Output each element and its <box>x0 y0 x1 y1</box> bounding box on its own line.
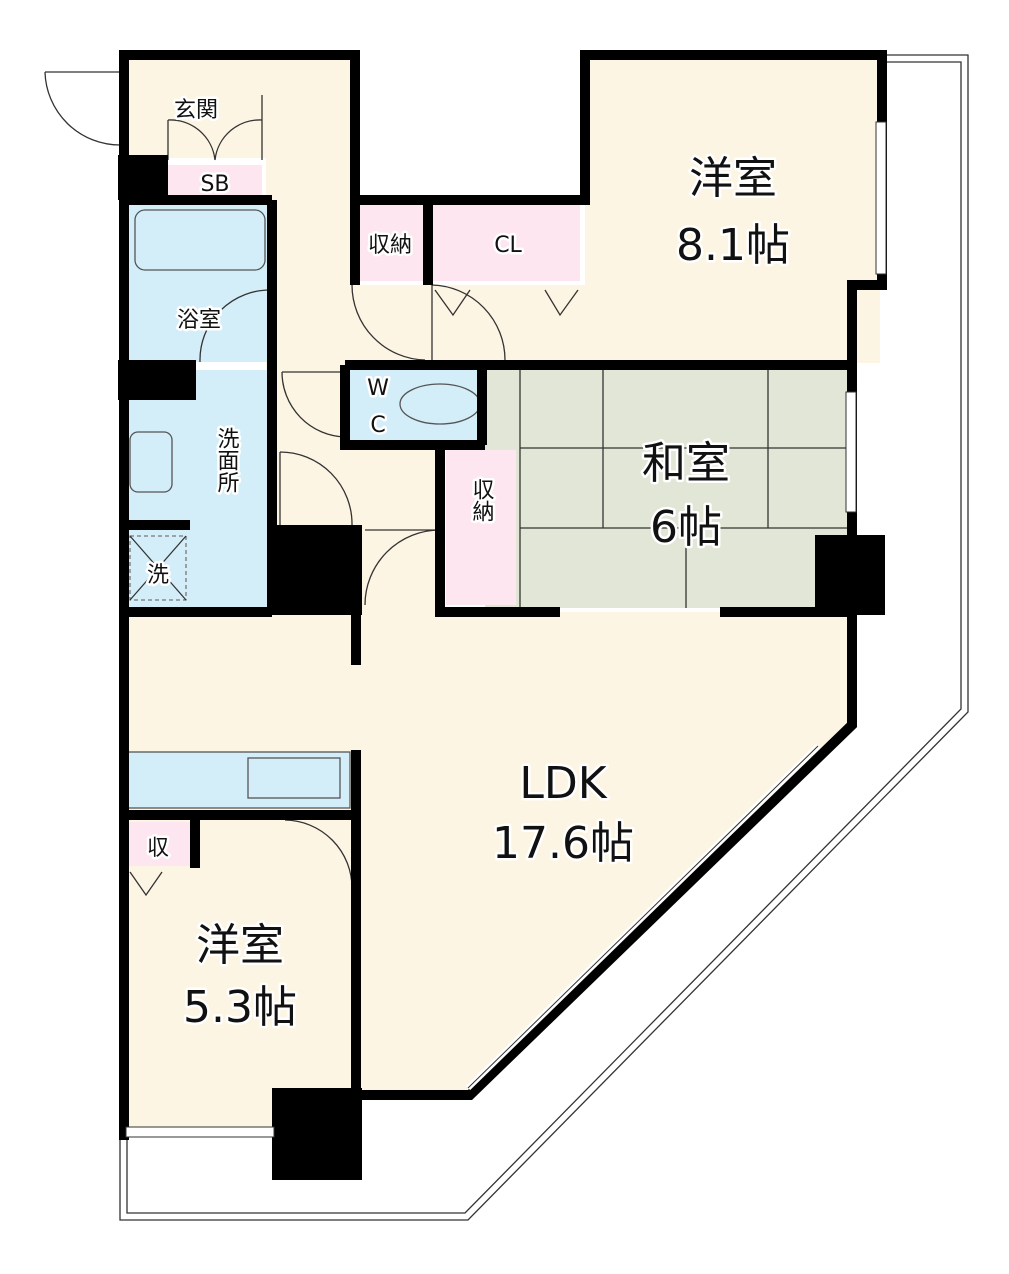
japanese-room-size: 6帖 <box>650 502 722 553</box>
front-door <box>44 71 121 146</box>
storage-japanese-label: 収納 <box>469 478 495 522</box>
storage-japanese-fill <box>446 450 516 605</box>
closet-label: CL <box>494 233 522 258</box>
wc-door <box>281 371 346 438</box>
western-room-1-name: 洋室 <box>689 153 777 204</box>
western-room-2-floor <box>124 815 356 1135</box>
western-room-2-size: 5.3帖 <box>183 982 297 1033</box>
balcony <box>119 54 969 1221</box>
ldk-door <box>364 529 441 606</box>
shoe-box-doors <box>167 95 263 161</box>
shoe-box-fill <box>168 165 262 197</box>
storage-small-door <box>129 871 163 897</box>
walls <box>118 50 887 1180</box>
washroom-label: 洗面所 <box>214 427 240 493</box>
ldk-name: LDK <box>519 758 607 809</box>
western-room-2-name: 洋室 <box>196 920 284 971</box>
storage-door <box>351 284 426 361</box>
ldk-floor <box>124 612 850 1093</box>
closet-fill <box>432 205 580 281</box>
room-labels: 玄関 SB 収納 CL 浴室 洗面所 洗 W C 洋室 8.1帖 和室 6帖 収… <box>144 96 792 1036</box>
closet-fold <box>434 289 579 317</box>
wc-label-c: C <box>370 413 385 438</box>
ldk-size: 17.6帖 <box>492 818 634 869</box>
washroom-door <box>279 451 353 526</box>
western-room-1-size: 8.1帖 <box>676 220 790 271</box>
bathroom-label: 浴室 <box>177 308 221 333</box>
western-room-1-floor <box>585 58 880 363</box>
toilet-icon <box>399 383 481 425</box>
entrance-floor <box>124 58 266 158</box>
shoe-box-label: SB <box>200 172 229 197</box>
hall-floor-2 <box>350 285 585 365</box>
storage-small-fill <box>126 822 192 866</box>
sink <box>247 757 341 799</box>
doors <box>44 71 579 897</box>
tatami-lines <box>519 368 847 608</box>
entrance-label: 玄関 <box>174 98 218 123</box>
room2-door <box>284 819 353 889</box>
storage-north-label: 収納 <box>368 233 412 258</box>
laundry-pan-icon <box>129 535 187 601</box>
laundry-label: 洗 <box>147 563 169 588</box>
storage-north-fill <box>355 205 427 281</box>
storage-small-label: 収 <box>147 836 169 861</box>
wc-label-w: W <box>367 376 389 401</box>
bath-door <box>199 289 273 363</box>
washbasin-icon <box>129 431 173 493</box>
closet-door <box>431 284 506 361</box>
japanese-room-fill <box>485 368 847 608</box>
japanese-room-name: 和室 <box>642 438 730 489</box>
bathtub <box>134 209 266 271</box>
